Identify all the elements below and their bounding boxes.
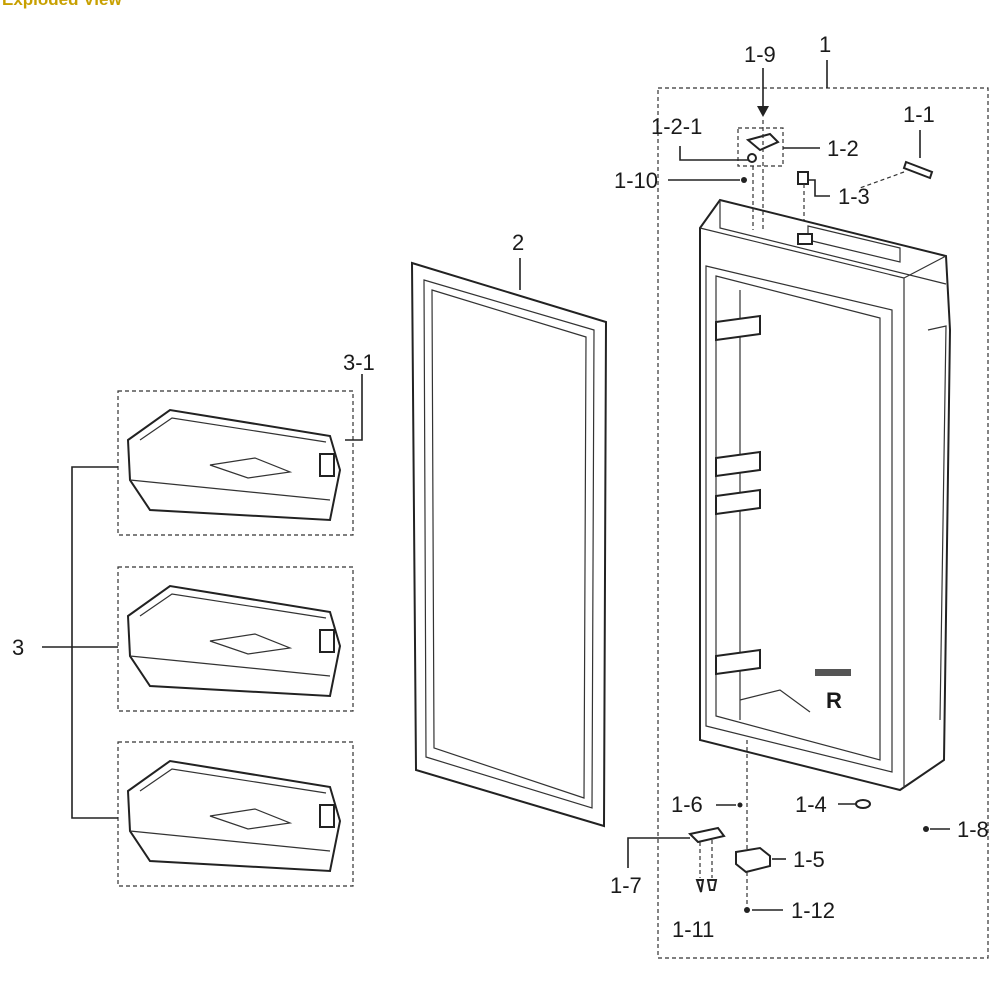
door-bin-bottom	[126, 759, 342, 873]
label-1-5: 1-5	[793, 847, 825, 872]
door-bin-middle	[126, 584, 342, 698]
label-1-1: 1-1	[903, 102, 935, 127]
hinge-cap	[797, 171, 809, 185]
bracket-lower	[715, 648, 761, 676]
bottom-hinge	[735, 846, 771, 874]
model-plate	[815, 669, 851, 676]
label-1-12: 1-12	[791, 898, 835, 923]
bolt-icon	[695, 879, 705, 893]
door-body	[699, 198, 952, 792]
label-1-4: 1-4	[795, 792, 827, 817]
door-gasket: 2	[410, 230, 608, 828]
assembly-frame	[657, 87, 989, 959]
leader-1-3	[808, 179, 830, 197]
label-1: 1	[819, 32, 831, 57]
bin-frame-middle	[117, 566, 354, 712]
label-1-9: 1-9	[744, 42, 776, 67]
screw-icon	[741, 177, 747, 183]
label-3: 3	[12, 635, 24, 660]
bracket-upper	[715, 314, 761, 342]
bin-bracket	[71, 466, 118, 819]
label-1-8: 1-8	[957, 817, 989, 842]
label-3-1: 3-1	[343, 350, 375, 375]
label-1-2-1: 1-2-1	[651, 114, 702, 139]
label-1-11: 1-11	[672, 917, 714, 942]
door-stopper	[855, 799, 871, 809]
header-title: Exploded View	[2, 0, 122, 9]
hinge-bracket	[687, 826, 726, 844]
door-assembly: 1 R	[657, 32, 989, 959]
bin-frame-top	[117, 390, 354, 536]
label-1-3: 1-3	[838, 184, 870, 209]
label-1-6: 1-6	[671, 792, 703, 817]
leader-1-2-1	[679, 146, 748, 161]
bin-frame-bottom	[117, 741, 354, 887]
door-bin-group: 3 3-1	[12, 350, 375, 887]
screw-small-icon	[923, 826, 929, 832]
label-2: 2	[512, 230, 524, 255]
label-1-7: 1-7	[610, 873, 642, 898]
hinge-frame	[737, 127, 784, 167]
leader-1-7	[627, 837, 690, 868]
bracket-mid-2	[715, 488, 761, 516]
label-1-2: 1-2	[827, 136, 859, 161]
label-1-10: 1-10	[614, 168, 658, 193]
bracket-mid-1	[715, 450, 761, 478]
arrow-down-icon	[757, 106, 769, 117]
door-bin-top	[126, 408, 342, 522]
leader-3-1	[345, 374, 363, 441]
bolt-pair-icon	[706, 879, 718, 891]
hinge-pin	[902, 160, 934, 180]
door-mark: R	[826, 688, 842, 713]
